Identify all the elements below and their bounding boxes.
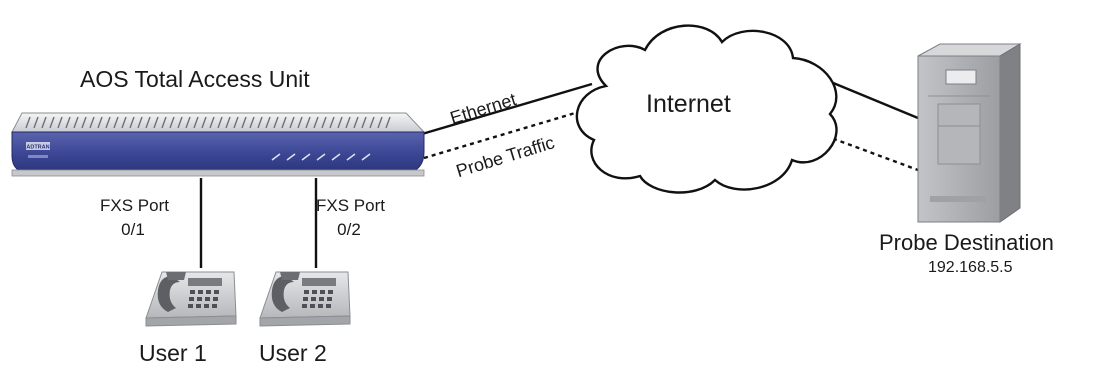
- ethernet-link: [421, 82, 593, 136]
- model-badge: [28, 155, 48, 158]
- telephone-icon: [145, 271, 237, 327]
- probe-destination-label: Probe Destination: [879, 230, 1054, 255]
- fxs-port-label: FXS Port 0/2: [316, 194, 385, 242]
- user-label: User 1: [139, 340, 207, 366]
- device-title: AOS Total Access Unit: [80, 66, 310, 92]
- adtran-logo-text: ADTRAN: [26, 145, 49, 151]
- fxs-port-label: FXS Port 0/1: [100, 194, 169, 242]
- internet-cloud: [575, 24, 838, 194]
- status-leds: [271, 153, 371, 161]
- total-access-unit: ADTRAN: [11, 112, 426, 177]
- user-label: User 2: [259, 340, 327, 366]
- fxs-port-number: 0/2: [337, 220, 361, 239]
- chassis-vents: [25, 116, 391, 129]
- adtran-logo: [26, 142, 50, 150]
- fxs-port-name: FXS Port: [316, 196, 385, 215]
- internet-label: Internet: [646, 90, 731, 118]
- server-ethernet-link: [825, 78, 919, 120]
- probe-destination-ip: 192.168.5.5: [928, 259, 1013, 276]
- telephone-icon: [259, 271, 351, 327]
- probe-traffic-link: [423, 106, 593, 160]
- fxs-port-number: 0/1: [121, 220, 145, 239]
- server-icon: [917, 43, 1022, 223]
- fxs-port-name: FXS Port: [100, 196, 169, 215]
